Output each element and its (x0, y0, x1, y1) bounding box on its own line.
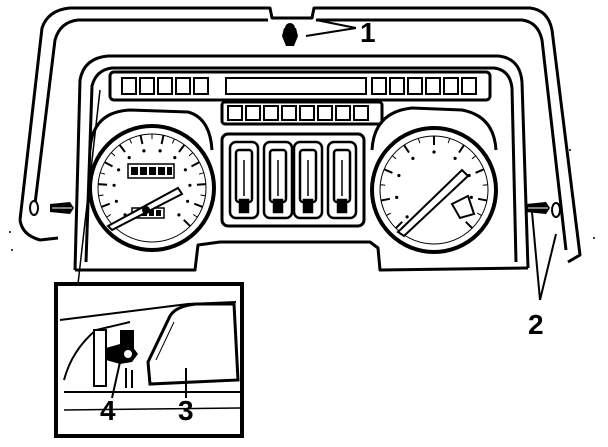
dial-tick (403, 144, 410, 154)
dial-tick (391, 155, 397, 160)
detail-inset (54, 282, 244, 438)
dial-tick (482, 184, 488, 186)
dial-tick (380, 197, 391, 202)
dial-tick (447, 138, 451, 144)
dial-numeral-mark (469, 195, 473, 199)
dial-tick (471, 155, 477, 160)
tachometer (370, 106, 498, 254)
warning-light-strip (108, 70, 492, 102)
speedometer (88, 108, 216, 252)
dial-numeral-mark (183, 168, 187, 172)
dial-tick (178, 144, 186, 153)
dial-tick (193, 202, 203, 208)
dial-numeral-mark (397, 173, 401, 178)
dial-numeral-mark (173, 156, 177, 160)
dial-tick (476, 212, 482, 216)
speedometer-hub (142, 206, 150, 214)
dial-numeral-mark (395, 195, 399, 199)
dial-numeral-mark (453, 156, 457, 160)
odometer-display (127, 163, 175, 179)
dial-tick (192, 214, 198, 218)
dial-tick (106, 214, 112, 218)
dial-tick (188, 152, 194, 157)
speedometer-ticks (98, 134, 206, 227)
dial-numeral-mark (177, 213, 181, 217)
scan-dots (9, 149, 595, 251)
dial-numeral-mark (117, 168, 121, 172)
dial-tick (475, 168, 485, 174)
dial-tick (98, 194, 104, 197)
dial-tick (196, 183, 206, 186)
dial-tick (395, 221, 403, 229)
dial-numeral-mark (405, 215, 409, 219)
dial-numeral-mark (158, 149, 162, 153)
auxiliary-gauges (220, 132, 366, 228)
dial-tick (477, 197, 488, 202)
dial-tick (129, 138, 133, 144)
dial-numeral-mark (411, 156, 415, 160)
dial-tick (383, 168, 393, 174)
dial-numeral-mark (112, 183, 116, 187)
dial-tick (380, 184, 386, 186)
leader-lines (77, 19, 557, 301)
dial-tick (160, 134, 165, 145)
callout-1: 1 (360, 17, 376, 48)
dial-tick (104, 161, 113, 168)
indicator-row (220, 100, 384, 126)
dial-tick (198, 172, 204, 175)
inset-screw (122, 348, 134, 360)
left-mounting-screw (29, 200, 74, 216)
dial-numeral-mark (186, 199, 190, 203)
aux-gauge-1 (228, 140, 260, 220)
dial-tick (101, 202, 111, 208)
aux-gauge-2 (262, 140, 294, 220)
dial-numeral-mark (142, 149, 146, 153)
dial-numeral-mark (432, 150, 436, 154)
right-mounting-screw (526, 202, 561, 218)
dial-tick (417, 138, 421, 144)
tachometer-warning-zone (450, 194, 476, 220)
dial-tick (110, 152, 116, 157)
aux-gauge-4 (326, 140, 358, 220)
dial-numeral-mark (127, 156, 131, 160)
dial-tick (465, 221, 473, 229)
dial-numeral-mark (114, 199, 118, 203)
dial-tick (183, 219, 191, 227)
dial-tick (118, 144, 126, 153)
aux-gauge-3 (292, 140, 324, 220)
callout-2: 2 (528, 309, 544, 340)
dial-tick (386, 212, 392, 216)
dial-numeral-mark (188, 183, 192, 187)
dial-tick (200, 194, 206, 197)
inner-bezel (73, 54, 530, 272)
dial-tick (171, 138, 175, 144)
tachometer-needle (396, 168, 470, 238)
dial-tick (191, 161, 200, 168)
dial-tick (100, 172, 106, 175)
top-screw (282, 23, 298, 46)
dial-tick (139, 134, 144, 145)
callout-3: 3 (178, 395, 194, 426)
cluster-housing (18, 6, 582, 264)
callout-4: 4 (100, 395, 116, 426)
dial-tick (458, 144, 465, 154)
dial-tick (98, 183, 108, 186)
